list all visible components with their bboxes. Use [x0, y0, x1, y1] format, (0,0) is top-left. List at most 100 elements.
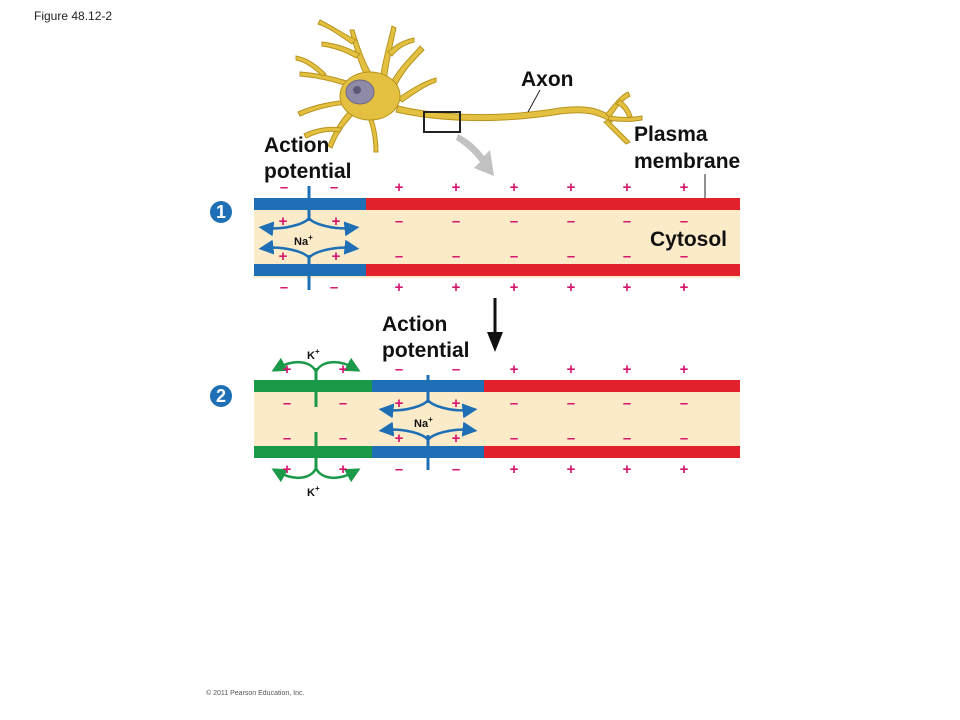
plasma-membrane-label-line2: membrane: [634, 150, 740, 173]
k-ion-label-bottom: K+: [307, 484, 320, 499]
charge-minus: –: [395, 461, 403, 478]
charge-plus: +: [452, 279, 461, 296]
charge-plus: +: [680, 461, 689, 478]
k-arrow-top-left-2: [271, 357, 318, 373]
action-potential-label-2-line1: Action: [382, 313, 447, 336]
charge-plus: +: [332, 213, 341, 230]
action-potential-label-1-line1: Action: [264, 134, 329, 157]
charge-plus: +: [623, 179, 632, 196]
na-arrow-top-right-1: [307, 217, 360, 237]
charge-minus: –: [395, 248, 403, 265]
charge-minus: –: [452, 213, 460, 230]
charge-plus: +: [452, 179, 461, 196]
charge-minus: –: [510, 213, 518, 230]
na-ion-label-2: Na+: [414, 415, 433, 430]
step-number-2: 2: [216, 386, 226, 406]
membrane-bottom-repolarizing-2: [254, 446, 372, 458]
na-arrow-top-right-2: [426, 399, 478, 419]
k-arrow-bottom-right-2: [314, 467, 361, 483]
zoom-arrow: [456, 134, 494, 176]
figure-label: Figure 48.12-2: [34, 9, 112, 23]
membrane-bottom-resting-1: [366, 264, 740, 276]
axon-leader: [527, 89, 541, 113]
axon-segment-step-1: Na+ 1 Cytosol – – + + + + + + + + – – – …: [210, 179, 740, 296]
membrane-top-repolarizing-2: [254, 380, 372, 392]
charge-plus: +: [283, 361, 292, 378]
charge-plus: +: [279, 248, 288, 265]
charge-plus: +: [279, 213, 288, 230]
charge-plus: +: [510, 461, 519, 478]
charge-plus: +: [567, 361, 576, 378]
zoom-box: [423, 111, 461, 133]
charge-plus: +: [395, 279, 404, 296]
charge-minus: –: [567, 430, 575, 447]
charges-step-1: – – + + + + + + + + – – – – – – + + – – …: [279, 179, 689, 296]
step-number-1: 1: [216, 202, 226, 222]
na-arrow-bottom-left-1: [258, 239, 311, 259]
charge-plus: +: [680, 361, 689, 378]
charge-minus: –: [680, 213, 688, 230]
charge-minus: –: [395, 361, 403, 378]
charge-plus: +: [567, 179, 576, 196]
na-arrow-bottom-right-2: [426, 421, 478, 441]
step-badge-1: [210, 201, 232, 223]
charge-minus: –: [330, 179, 338, 196]
charge-plus: +: [395, 430, 404, 447]
cytosol-region-2: [254, 380, 740, 458]
charge-plus: +: [395, 395, 404, 412]
charge-plus: +: [623, 461, 632, 478]
charge-minus: –: [510, 395, 518, 412]
step-badge-2: [210, 385, 232, 407]
charge-minus: –: [452, 361, 460, 378]
charge-minus: –: [680, 395, 688, 412]
charge-minus: –: [623, 395, 631, 412]
charge-minus: –: [510, 248, 518, 265]
charge-minus: –: [567, 248, 575, 265]
charge-plus: +: [395, 179, 404, 196]
charge-plus: +: [510, 179, 519, 196]
cytosol-label: Cytosol: [650, 228, 727, 251]
charge-plus: +: [623, 361, 632, 378]
charge-minus: –: [680, 430, 688, 447]
charge-plus: +: [567, 279, 576, 296]
charge-minus: –: [280, 179, 288, 196]
charge-minus: –: [283, 430, 291, 447]
charge-minus: –: [283, 395, 291, 412]
charge-plus: +: [452, 430, 461, 447]
axon-label: Axon: [521, 68, 574, 91]
copyright-notice: © 2011 Pearson Education, Inc.: [206, 689, 304, 697]
action-potential-label-2-line2: potential: [382, 339, 470, 362]
charge-minus: –: [339, 430, 347, 447]
charge-plus: +: [510, 279, 519, 296]
na-arrow-bottom-right-1: [307, 239, 360, 259]
membrane-top-resting-1: [366, 198, 740, 210]
action-potential-label-1-line2: potential: [264, 160, 352, 183]
charges-step-2: + + – – + + + + – – + + – – – – – – + + …: [283, 361, 689, 478]
k-arrow-bottom-left-2: [271, 467, 318, 483]
charge-plus: +: [680, 279, 689, 296]
charge-plus: +: [623, 279, 632, 296]
na-arrow-bottom-left-2: [378, 421, 430, 441]
neuron-illustration: [295, 19, 643, 153]
charge-minus: –: [567, 395, 575, 412]
charge-minus: –: [339, 395, 347, 412]
step-transition-arrow-head: [487, 332, 503, 352]
charge-minus: –: [623, 430, 631, 447]
charge-minus: –: [395, 213, 403, 230]
k-ion-label-top: K+: [307, 347, 320, 362]
na-arrow-top-left-2: [378, 399, 430, 419]
na-ion-label-1: Na+: [294, 233, 313, 248]
charge-minus: –: [623, 248, 631, 265]
membrane-bottom-resting-2: [484, 446, 740, 458]
charge-minus: –: [452, 461, 460, 478]
charge-plus: +: [452, 395, 461, 412]
charge-minus: –: [623, 213, 631, 230]
plasma-membrane-label-line1: Plasma: [634, 123, 708, 146]
charge-minus: –: [452, 248, 460, 265]
membrane-top-resting-2: [484, 380, 740, 392]
charge-plus: +: [339, 461, 348, 478]
charge-plus: +: [283, 461, 292, 478]
charge-minus: –: [680, 248, 688, 265]
k-arrow-top-right-2: [314, 357, 361, 373]
